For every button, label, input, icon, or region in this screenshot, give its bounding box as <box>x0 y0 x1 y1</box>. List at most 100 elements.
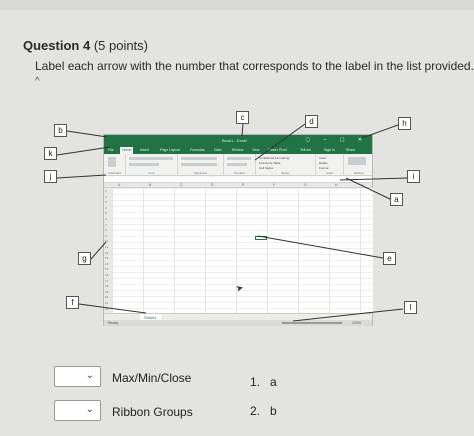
excel-screenshot: Book1 - Excel ▢ – ▢ ✕ File Home Insert P… <box>103 134 373 326</box>
row-number: 7 <box>105 222 107 227</box>
row-number: 3 <box>105 200 107 205</box>
row-number: 19 <box>105 289 109 294</box>
column-header: C <box>180 183 183 187</box>
label-box-g: g <box>78 252 91 265</box>
ribbon: Clipboard Font Alignment Number Conditio… <box>104 154 372 176</box>
row-number: 11 <box>105 245 109 249</box>
answer-dropdown-1[interactable]: ⌄ <box>54 366 101 387</box>
arrow-h <box>361 124 399 139</box>
ribbon-group-number: Number <box>224 154 256 176</box>
row-number: 12 <box>105 250 109 255</box>
indent-icons <box>181 163 217 166</box>
share-button: Share <box>346 148 356 152</box>
column-header: G <box>304 183 307 187</box>
option-number-1: 1. <box>250 375 261 389</box>
align-icons <box>181 157 217 160</box>
tab-review: Review <box>232 148 244 152</box>
label-box-e: e <box>383 252 396 265</box>
arrow-a <box>345 177 393 201</box>
arrow-g <box>90 241 107 260</box>
tab-power-pivot: Power Pivot <box>268 148 287 152</box>
column-header: H <box>335 183 338 187</box>
label-box-c: c <box>236 111 249 124</box>
label-box-a: a <box>390 193 403 206</box>
currency-icons <box>227 163 247 166</box>
tab-page-layout: Page Layout <box>160 148 180 152</box>
column-header: I <box>362 183 363 187</box>
arrow-b <box>66 130 108 138</box>
label-box-f: f <box>66 296 79 309</box>
tab-home: Home <box>120 147 134 154</box>
insert-cells-button: Insert <box>319 156 327 160</box>
formula-bar <box>104 177 372 183</box>
top-strip <box>0 0 474 10</box>
term-label-2: Ribbon Groups <box>112 405 193 419</box>
arrow-d <box>254 123 306 161</box>
paste-icon <box>108 157 116 167</box>
delete-cells-button: Delete <box>319 161 328 165</box>
answer-dropdown-2[interactable]: ⌄ <box>54 400 101 421</box>
question-number: Question 4 <box>23 38 91 53</box>
zoom-slider <box>282 322 342 324</box>
row-number: 4 <box>105 205 107 210</box>
worksheet-grid <box>112 188 373 313</box>
cell-styles-button: Cell Styles <box>259 166 274 170</box>
label-box-d: d <box>305 115 318 128</box>
arrow-i <box>339 177 409 181</box>
zoom-level: 100% <box>352 321 361 325</box>
window-controls: ▢ – ▢ ✕ <box>305 137 368 143</box>
sign-in-link: Sign in <box>324 148 335 152</box>
row-number: 15 <box>105 267 109 272</box>
font-style-icons <box>129 163 159 166</box>
option-number-2: 2. <box>250 404 261 418</box>
row-number: 22 <box>105 306 109 311</box>
tab-data: Data <box>214 148 222 152</box>
row-number: 17 <box>105 278 109 283</box>
row-number: 18 <box>105 284 109 289</box>
row-number: 21 <box>105 301 109 305</box>
ribbon-group-alignment: Alignment <box>178 154 224 176</box>
format-as-table-button: Format as Table <box>259 161 281 165</box>
chevron-down-icon: ⌄ <box>85 404 94 415</box>
label-box-b: b <box>54 124 67 137</box>
ribbon-group-font: Font <box>126 154 178 176</box>
format-cells-button: Format <box>319 166 329 170</box>
question-title: Question 4 (5 points) <box>23 38 148 53</box>
status-text: Ready <box>108 321 119 325</box>
arrow-k <box>56 146 111 156</box>
tab-insert: Insert <box>140 148 149 152</box>
row-number: 10 <box>105 239 109 244</box>
tab-view: View <box>252 148 260 152</box>
column-header: A <box>118 183 121 187</box>
question-prompt: Label each arrow with the number that co… <box>35 59 474 73</box>
label-box-i: i <box>407 170 420 183</box>
label-box-l: l <box>404 301 417 314</box>
font-selector-icon <box>129 157 173 160</box>
arrow-j <box>56 174 107 179</box>
excel-title-bar: Book1 - Excel ▢ – ▢ ✕ <box>104 135 372 146</box>
chevron-down-icon: ⌄ <box>85 370 94 381</box>
arrow-l <box>292 308 404 322</box>
tab-file: File <box>108 148 114 152</box>
column-header: E <box>242 183 245 187</box>
label-box-h: h <box>398 117 411 130</box>
arrow-c <box>241 123 244 137</box>
question-points: (5 points) <box>93 38 149 53</box>
tab-formulas: Formulas <box>190 148 205 152</box>
option-text-1: a <box>270 375 277 389</box>
arrow-f <box>78 303 147 314</box>
row-number: 20 <box>105 295 109 300</box>
row-number: 13 <box>105 256 109 261</box>
row-number: 8 <box>105 228 107 233</box>
ribbon-group-styles: Conditional Formatting Format as Table C… <box>256 154 316 176</box>
ribbon-group-clipboard: Clipboard <box>104 154 126 176</box>
number-format-icon <box>227 157 251 160</box>
ribbon-group-cells: Insert Delete Format Cells <box>316 154 344 176</box>
row-number: 14 <box>105 261 109 266</box>
ribbon-group-editing: Editing <box>344 154 374 176</box>
column-headers: A B C D E F G H I <box>104 183 372 188</box>
option-text-2: b <box>270 404 277 418</box>
collapse-caret-icon[interactable]: ^ <box>35 76 40 87</box>
